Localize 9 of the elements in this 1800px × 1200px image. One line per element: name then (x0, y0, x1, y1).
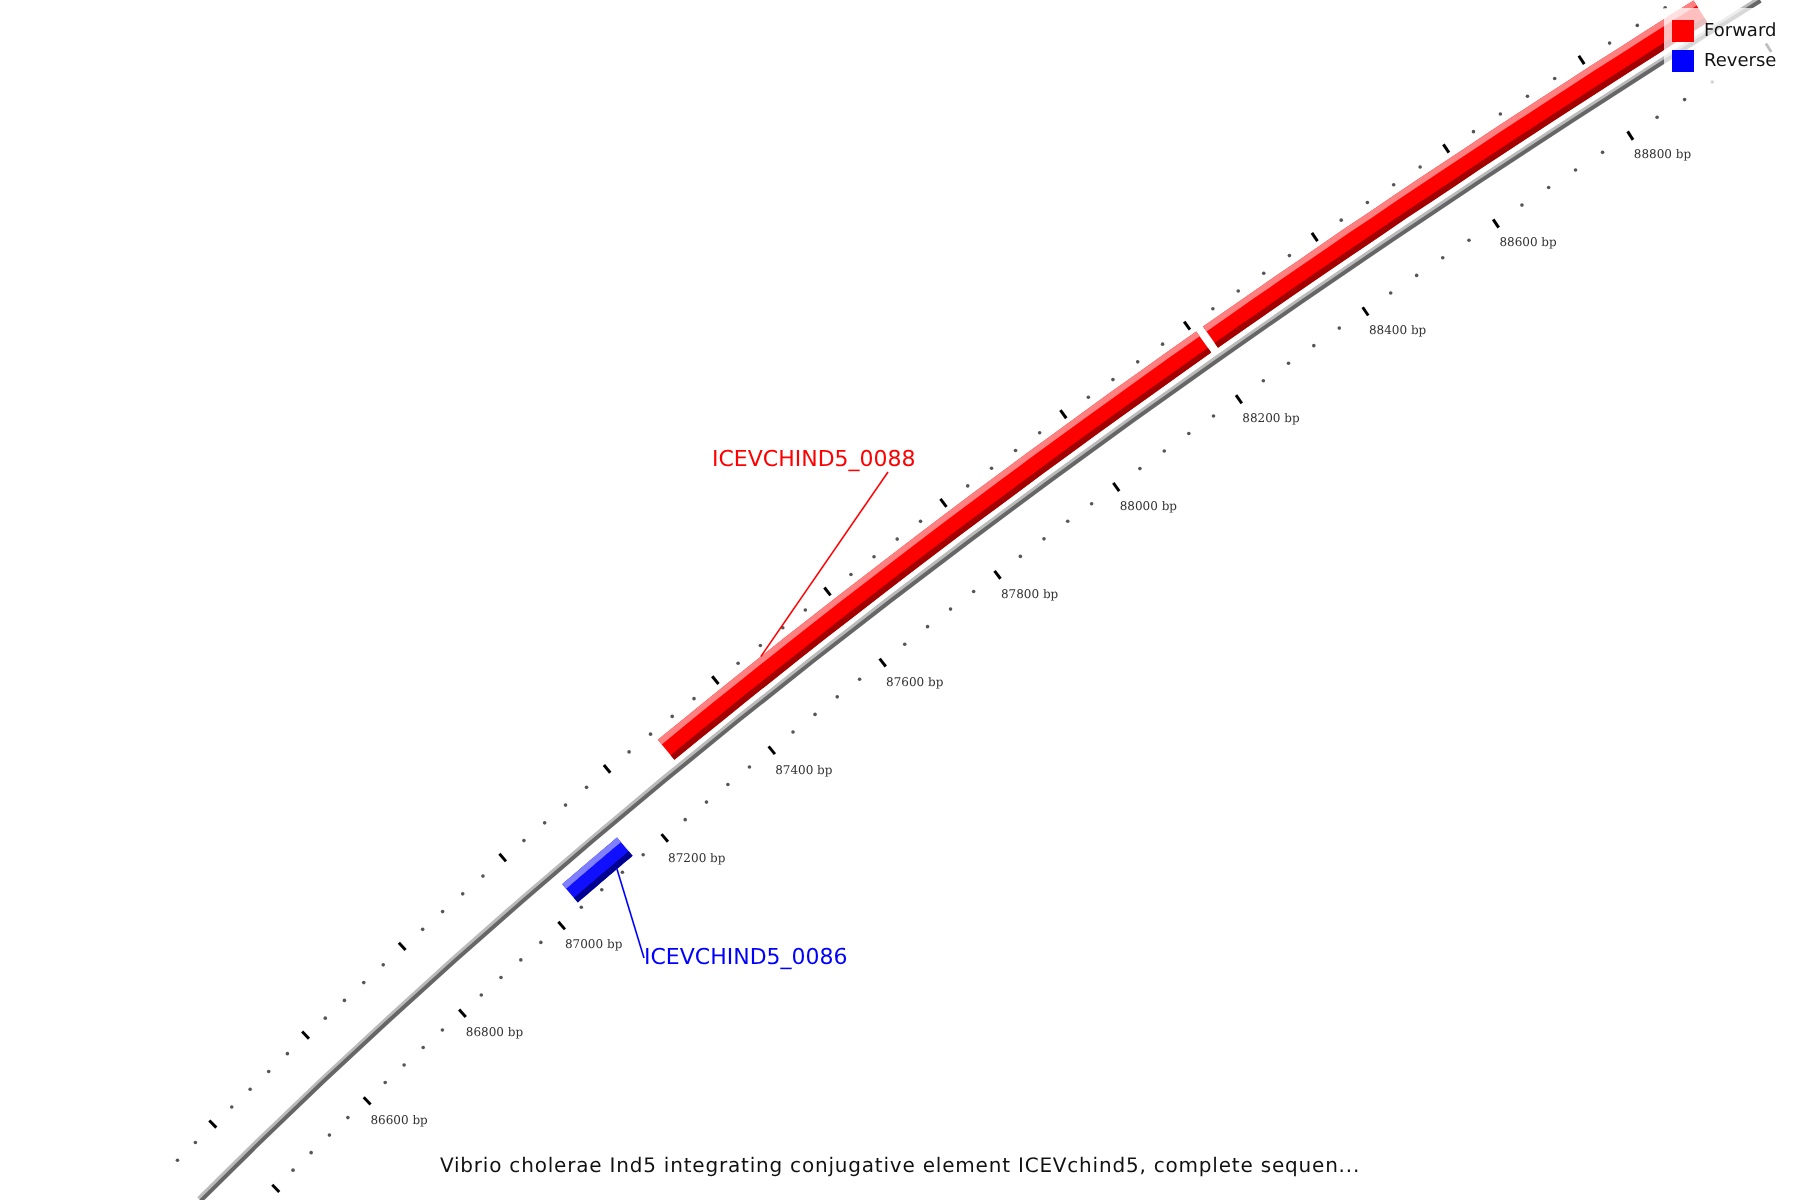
leader-line (760, 471, 889, 658)
legend-text: Forward (1704, 21, 1777, 41)
gene-label: ICEVCHIND5_0088 (712, 448, 916, 472)
gene-label: ICEVCHIND5_0086 (644, 946, 848, 970)
legend-text: Reverse (1704, 51, 1777, 71)
caption: Vibrio cholerae Ind5 integrating conjugative element ICEVchind5, complete sequen... (437, 1156, 1363, 1178)
leader-line (616, 868, 645, 959)
reverse-gene-bar (562, 837, 633, 903)
forward-gene-bar (657, 331, 1212, 760)
